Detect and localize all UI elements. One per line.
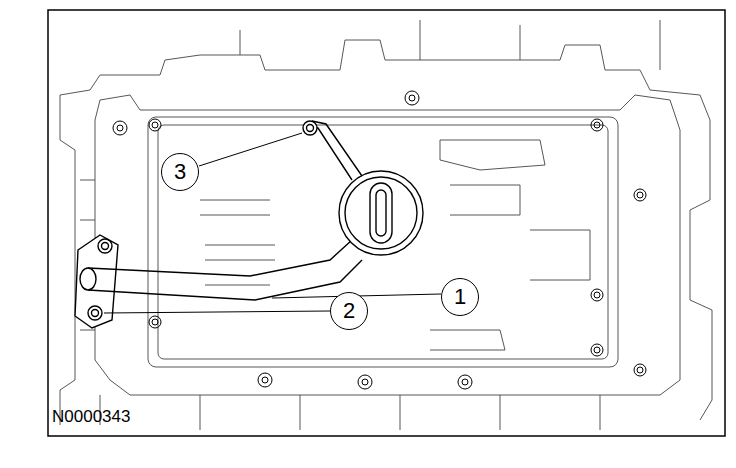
oil-pump-screen-and-pickup-tube [75,121,423,328]
callout-number: 3 [161,153,199,191]
engine-block [60,20,712,430]
frame [48,10,725,436]
bolts [113,91,646,389]
callout-number: 1 [441,278,479,316]
leader-lines [104,133,441,313]
figure-code: N0000343 [52,407,130,427]
callout-number: 2 [330,292,368,330]
